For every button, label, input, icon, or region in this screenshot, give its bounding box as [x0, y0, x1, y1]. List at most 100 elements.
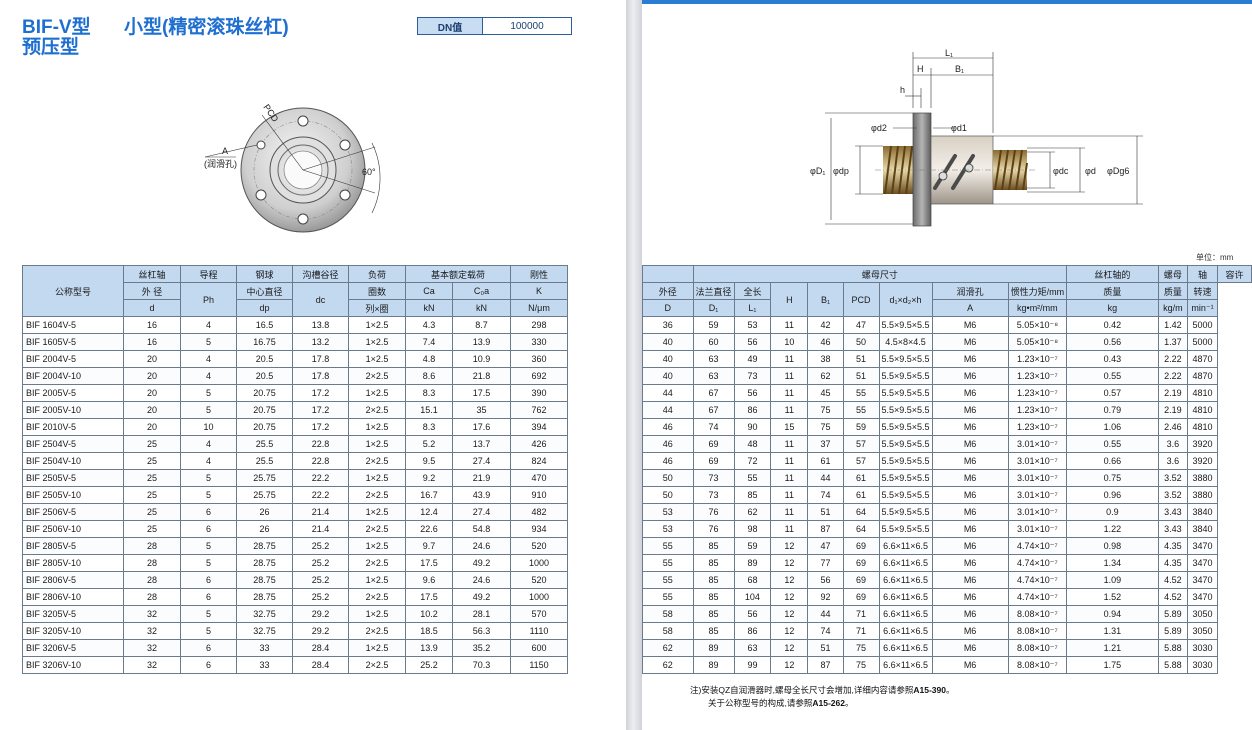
- right-cell: 1.09: [1066, 571, 1159, 589]
- left-cell: 10.2: [405, 605, 453, 623]
- right-cell: 5.5×9.5×5.5: [878, 418, 933, 436]
- right-cell: 38: [807, 350, 844, 368]
- left-cell: 29.2: [292, 605, 349, 623]
- footnote-ref-2[interactable]: A15-262: [812, 698, 845, 708]
- dim-flange-diameter: φD₁: [810, 166, 825, 176]
- right-cell: 76: [692, 503, 735, 521]
- left-cell: 27.4: [452, 452, 511, 470]
- right-cell: 1.52: [1066, 588, 1159, 606]
- right-cell: 11: [770, 367, 809, 385]
- left-cell: 25: [123, 486, 181, 504]
- col-shaft-mass-3: kg/m: [1157, 299, 1189, 317]
- left-cell: 5.2: [405, 435, 453, 453]
- left-cell: 21.4: [292, 520, 349, 538]
- right-cell: 62: [642, 656, 694, 674]
- left-cell: 1×2.5: [348, 384, 406, 402]
- right-cell: 46: [642, 435, 694, 453]
- left-cell: 5: [180, 469, 237, 487]
- right-cell: 3.52: [1157, 486, 1189, 504]
- col-nut-mass-3: kg: [1066, 299, 1159, 317]
- dim-dp: φdp: [833, 166, 849, 176]
- left-cell: 8.7: [452, 316, 511, 334]
- left-cell: 17.2: [292, 418, 349, 436]
- right-cell: 5.5×9.5×5.5: [878, 435, 933, 453]
- right-cell: M6: [931, 503, 1009, 521]
- right-cell: 11: [770, 520, 809, 538]
- right-cell: 3050: [1187, 622, 1218, 640]
- right-cell: 53: [642, 503, 694, 521]
- left-cell: 29.2: [292, 622, 349, 640]
- dim-l1: L₁: [945, 48, 953, 58]
- right-cell: M6: [931, 367, 1009, 385]
- col-groove-1: 沟槽谷径: [292, 265, 349, 283]
- left-cell: 1×2.5: [348, 605, 406, 623]
- right-cell: 5.88: [1157, 639, 1189, 657]
- left-cell: 4: [180, 316, 237, 334]
- right-cell: 5000: [1187, 333, 1218, 351]
- left-cell: 35.2: [452, 639, 511, 657]
- lube-hole-label: (润滑孔): [204, 158, 237, 169]
- unit-label: 单位：mm: [1196, 253, 1234, 262]
- left-cell: 520: [510, 571, 568, 589]
- right-header-spacer: [642, 265, 694, 283]
- right-cell: 46: [642, 418, 694, 436]
- right-cell: 11: [770, 350, 809, 368]
- left-cell: 2×2.5: [348, 486, 406, 504]
- right-cell: 50: [842, 333, 880, 351]
- right-cell: 4.52: [1157, 588, 1189, 606]
- right-cell: 6.6×11×6.5: [878, 571, 933, 589]
- right-cell: 3.6: [1157, 452, 1189, 470]
- left-cell: 28: [123, 571, 181, 589]
- col-inertia-1: 丝杠轴的: [1066, 265, 1159, 283]
- footnote-ref-1[interactable]: A15-390: [913, 685, 946, 695]
- right-cell: 55: [642, 554, 694, 572]
- right-cell: 58: [642, 622, 694, 640]
- left-cell: 25.75: [236, 469, 293, 487]
- left-cell: 32: [123, 639, 181, 657]
- left-cell: 16: [123, 316, 181, 334]
- right-cell: 3840: [1187, 520, 1218, 538]
- page-title: BIF-V型 预压型 小型(精密滚珠丝杠): [22, 18, 289, 58]
- left-cell: 934: [510, 520, 568, 538]
- right-cell: 12: [770, 656, 809, 674]
- lube-hole-a-label: A: [222, 146, 228, 156]
- dn-label: DN值: [418, 18, 483, 34]
- col-load-1: 负荷: [348, 265, 406, 283]
- right-cell: 67: [692, 401, 735, 419]
- left-cell: 32: [123, 656, 181, 674]
- left-cell: 28: [123, 554, 181, 572]
- left-cell: 4.3: [405, 316, 453, 334]
- right-cell: 2.19: [1157, 401, 1189, 419]
- right-cell: M6: [931, 452, 1009, 470]
- col-speed-3: min⁻¹: [1187, 299, 1218, 317]
- right-cell: 59: [733, 537, 772, 555]
- right-cell: 67: [692, 384, 735, 402]
- left-cell: 22.8: [292, 452, 349, 470]
- right-cell: 44: [807, 469, 844, 487]
- left-cell: 13.2: [292, 333, 349, 351]
- right-cell: 4810: [1187, 418, 1218, 436]
- right-cell: 37: [807, 435, 844, 453]
- left-cell: 20: [123, 384, 181, 402]
- right-cell: 73: [692, 486, 735, 504]
- right-cell: 11: [770, 452, 809, 470]
- right-cell: 69: [692, 435, 735, 453]
- right-cell: 99: [733, 656, 772, 674]
- left-cell: 24.6: [452, 537, 511, 555]
- footnote-text-2: 关于公称型号的构成,请参照: [708, 698, 813, 708]
- title-subtitle: 小型(精密滚珠丝杠): [124, 17, 289, 38]
- right-cell: 6.6×11×6.5: [878, 554, 933, 572]
- col-speed-2: 转速: [1187, 282, 1218, 300]
- col-flange-2: D₁: [692, 299, 735, 317]
- left-cell: 20: [123, 367, 181, 385]
- col-shaft-mass-2: 质量: [1157, 282, 1189, 300]
- right-cell: 61: [842, 469, 880, 487]
- col-lead-2: Ph: [180, 282, 237, 317]
- right-cell: 73: [733, 367, 772, 385]
- left-cell: 1×2.5: [348, 503, 406, 521]
- right-cell: 3880: [1187, 469, 1218, 487]
